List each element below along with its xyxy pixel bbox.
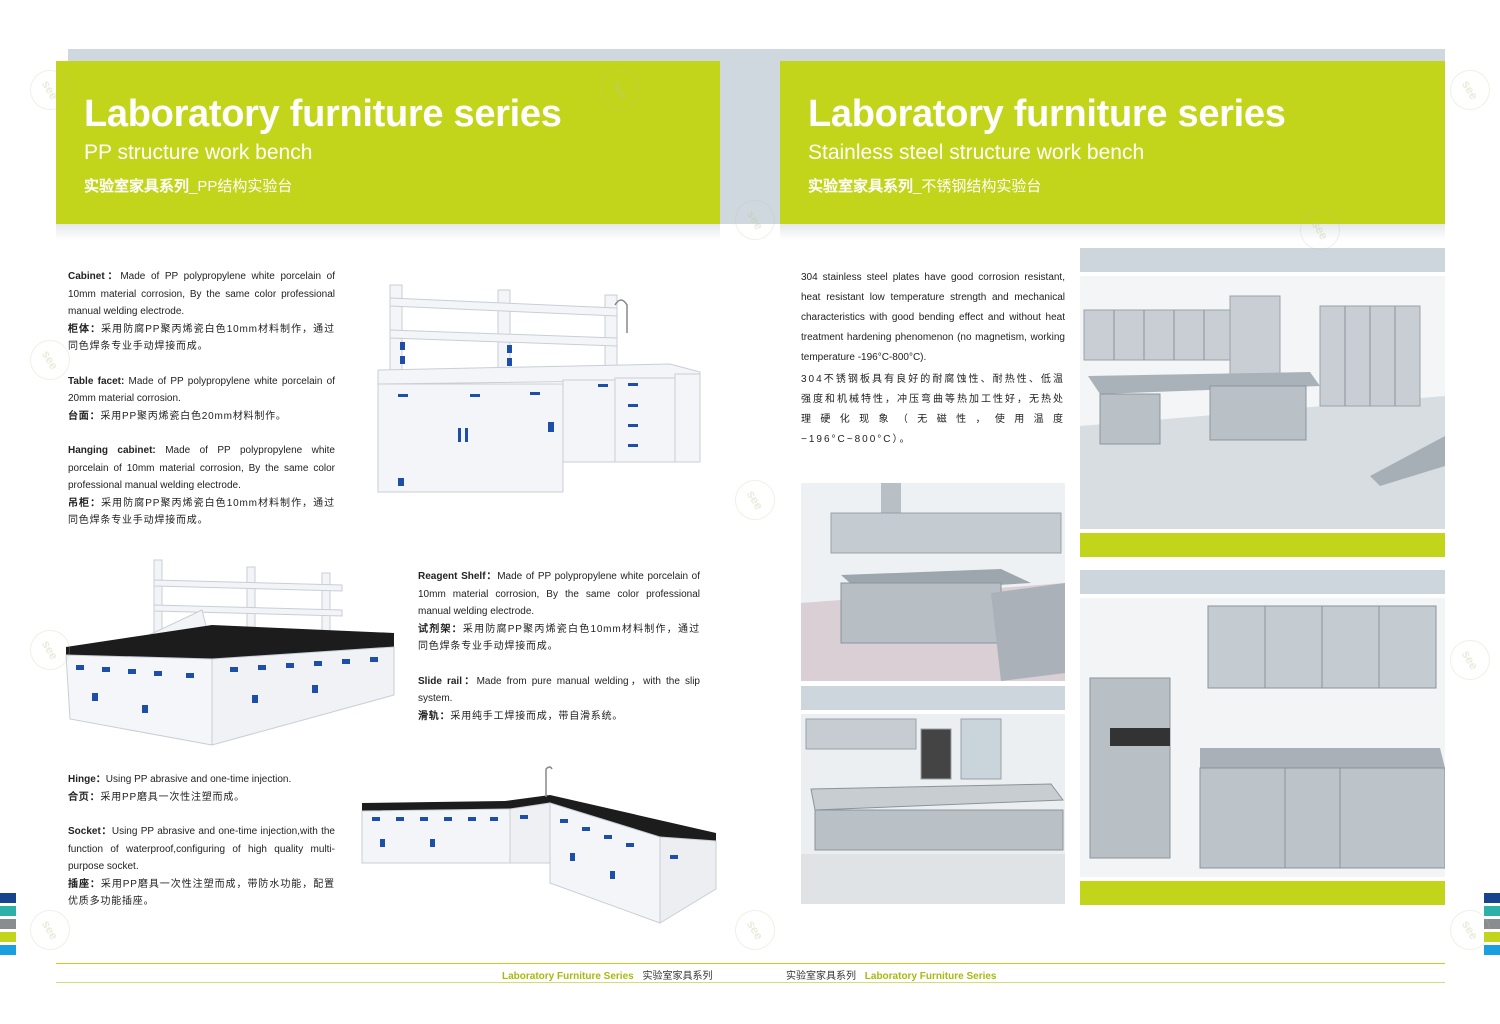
stainless-intro-cn: 304不锈钢板具有良好的耐腐蚀性、耐热性、低温强度和机械特性，冲压弯曲等热加工性… [801,374,1065,445]
spec-block-middle: Reagent Shelf：Made of PP polypropylene w… [418,568,700,742]
center-gutter [720,49,780,224]
left-banner-title: Laboratory furniture series [84,93,562,135]
photo-frame-mid-bar [801,686,1065,710]
right-banner-cn-rest: _不锈钢结构实验台 [913,178,1042,195]
stainless-intro-en: 304 stainless steel plates have good cor… [801,272,1065,363]
stainless-lab-room-image [1080,276,1445,529]
footer-left-en: Laboratory Furniture Series [502,971,634,982]
spec-hinge: Hinge：Using PP abrasive and one-time inj… [68,774,292,803]
footer-line-bottom [56,982,1445,983]
left-edge-color-tabs [0,893,16,958]
footer-right-cn: 实验室家具系列 [786,971,856,982]
photo-frame-top-green [1080,533,1445,557]
spec-socket: Socket：Using PP abrasive and one-time in… [68,826,335,907]
footer-right-en: Laboratory Furniture Series [864,971,997,982]
spec-block-bottom: Hinge：Using PP abrasive and one-time inj… [68,771,335,928]
watermark-logo: see [727,472,783,528]
watermark-logo: see [727,902,783,958]
footer-left-cn: 实验室家具系列 [642,971,713,982]
spec-slide-rail: Slide rail：Made from pure manual welding… [418,675,700,722]
left-banner-cn-rest: _PP结构实验台 [189,178,293,195]
watermark-logo: see [1442,632,1498,688]
right-banner-title: Laboratory furniture series [808,93,1286,135]
watermark-logo: see [1442,62,1498,118]
left-banner-subtitle: PP structure work bench [84,141,313,164]
pp-l-shaped-bench-image [360,763,718,925]
photo-frame-top-bar [1080,248,1445,272]
pp-island-bench-image [62,555,402,747]
right-banner-cn: 实验室家具系列_不锈钢结构实验台 [808,175,1041,196]
photo-frame-bottom-bar [1080,570,1445,594]
right-edge-color-tabs [1484,893,1500,958]
footer-line-top [56,963,1445,964]
spec-cabinet: Cabinet：Made of PP polypropylene white p… [68,271,335,352]
right-banner-subtitle: Stainless steel structure work bench [808,141,1145,164]
stainless-kitchen-island-image [801,714,1065,904]
right-header-banner: Laboratory furniture series Stainless st… [780,61,1445,224]
left-banner-shadow [56,224,720,240]
right-banner-shadow [780,224,1445,240]
spec-block-top: Cabinet：Made of PP polypropylene white p… [68,268,335,547]
left-banner-cn-bold: 实验室家具系列 [84,178,190,195]
left-header-banner: Laboratory furniture series PP structure… [56,61,720,224]
left-banner-cn: 实验室家具系列_PP结构实验台 [84,175,292,196]
stainless-bench-room-image [801,483,1065,681]
stainless-intro: 304 stainless steel plates have good cor… [801,268,1065,450]
spec-hanging-cabinet: Hanging cabinet: Made of PP polypropylen… [68,445,335,526]
pp-bench-with-shelf-image [370,280,710,498]
stainless-wall-cabinet-sink-image [1080,598,1445,877]
footer-left: Laboratory Furniture Series 实验室家具系列 [502,967,712,982]
spec-table-facet: Table facet: Made of PP polypropylene wh… [68,375,335,422]
photo-frame-bottom-green [1080,881,1445,905]
footer-right: 实验室家具系列 Laboratory Furniture Series [786,967,996,982]
right-banner-cn-bold: 实验室家具系列 [808,178,914,195]
spec-reagent-shelf: Reagent Shelf：Made of PP polypropylene w… [418,571,700,652]
